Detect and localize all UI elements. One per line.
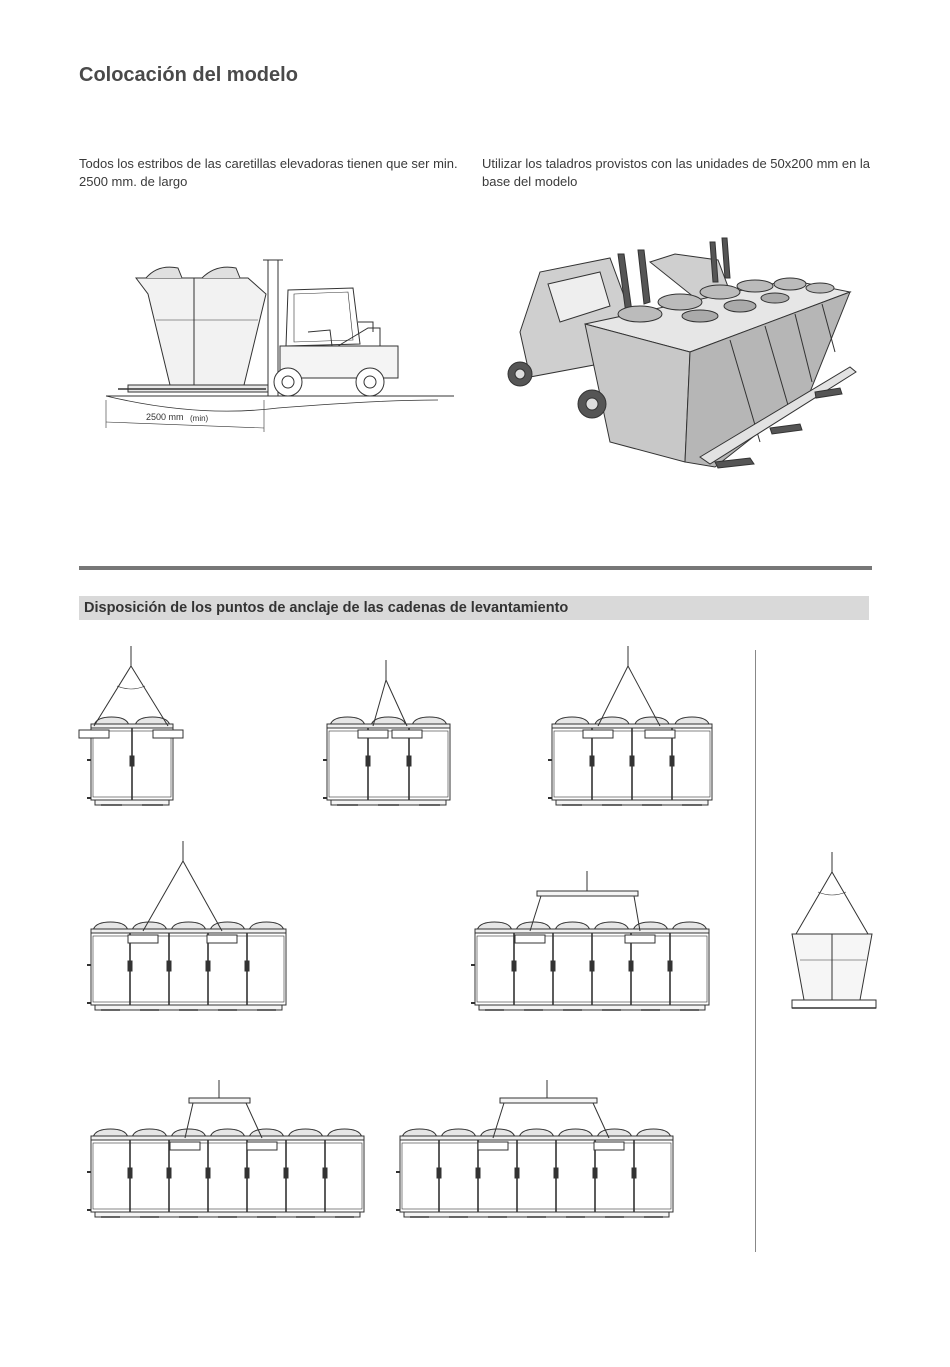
lifting-diagrams [0, 640, 950, 1280]
page-title: Colocación del modelo [79, 64, 298, 87]
caption-forklift-length: Todos los estribos de las caretillas ele… [79, 155, 474, 191]
unit-7-modules-a [87, 1080, 364, 1217]
unit-5-modules [87, 841, 286, 1010]
dimension-qualifier: (min) [190, 414, 209, 423]
forklift-perspective-illustration [500, 232, 870, 497]
caption-base-holes: Utilizar los taladros provistos con las … [482, 155, 882, 191]
unit-3-modules [323, 660, 450, 805]
unit-7-modules-b [396, 1080, 673, 1217]
unit-4-modules [548, 646, 712, 805]
v-unit-side-view [792, 852, 876, 1008]
unit-2-modules [79, 646, 183, 805]
forklift-side-view-illustration: 2500 mm (min) [98, 250, 468, 440]
unit-6-modules [471, 871, 709, 1010]
section-header: Disposición de los puntos de anclaje de … [79, 596, 869, 620]
section-divider [79, 566, 872, 570]
dimension-value: 2500 mm [146, 412, 184, 422]
